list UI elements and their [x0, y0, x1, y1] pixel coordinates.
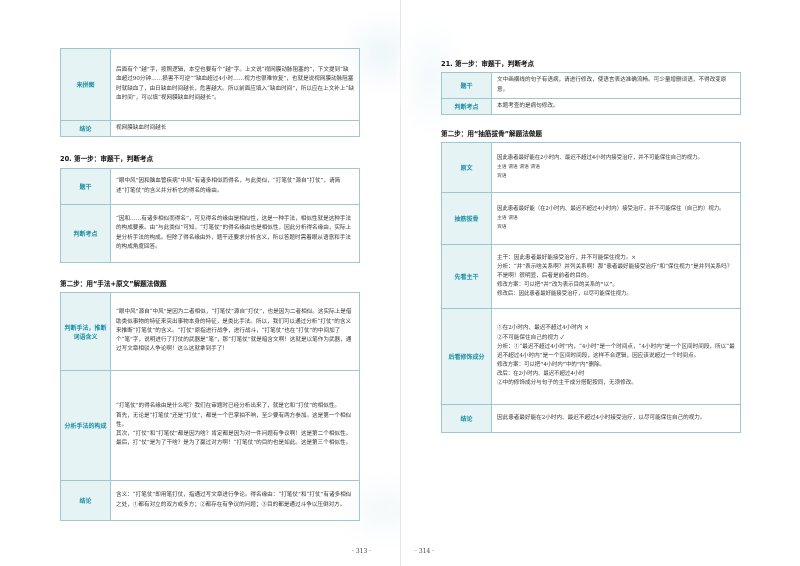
- left-page: 来拼图 后面有个“越”字，按照逻辑，本空也要有个“越”字。上文说“视网膜动脉阻塞…: [60, 8, 440, 555]
- analysis-line: 其次，“打仗”和“打笔仗”都是因为啥？肯定都是因为对一件问题有争议啊！这是第二个…: [116, 431, 352, 438]
- row-label: 结论: [60, 480, 111, 521]
- analysis-line: 分析：“并”表示啥关系啊？并列关系啊！那“患者最好能接受治疗”和“保住视力”是并…: [497, 263, 733, 280]
- step2-table: 判断手法，推断词语含义 “眼中风”源自“中风”是因为二者相似，“打笔仗”源自“打…: [60, 292, 360, 521]
- row-label: 结论: [441, 404, 492, 433]
- grammar-marks: 宾语: [497, 174, 507, 179]
- row-content: 视网膜缺血时间越长: [110, 119, 360, 138]
- analysis-line: 修改后：因此患者最好能接受治疗，以尽可能保住视力。: [497, 291, 632, 298]
- grammar-marks: 主语 谓语 谓语 谓语: [497, 164, 540, 170]
- analysis-line: ②不可能保住自己的视力 ✓: [497, 334, 565, 341]
- right-page: 21. 第一步：审题干，判断考点 题干 文中画横线的句子有语病，请进行修改，使语…: [396, 0, 800, 566]
- row-label: 题干: [441, 72, 492, 99]
- analysis-line: ②中的修饰成分与句子的主干成分搭配按同，无须修改。: [497, 380, 637, 387]
- row-content: 主干：因此患者最好能接受治疗，并不可能保住视力。× 分析：“并”表示啥关系啊？并…: [491, 244, 741, 309]
- page-number: · 313 ·: [352, 548, 372, 555]
- row-label: 后看修饰成分: [441, 308, 492, 405]
- page-number: · 314 ·: [415, 548, 435, 555]
- grammar-marks: 宾语: [497, 225, 507, 230]
- q20-table: 题干 “眼中风”因和脑血管疾病“中风”有诸多相似而得名，与此类似，“打笔仗”源自…: [60, 168, 360, 263]
- q21-table: 题干 文中画横线的句子有语病，请进行修改，使语言表达准确流畅。可少量增删词语，不…: [441, 72, 741, 116]
- stripped-sentence: 因此患者最好能（在2小时内、最迟不超过4小时内）接受治疗，并不可能保住（自己的）…: [497, 205, 725, 212]
- row-content: 本题考查的是病句修改。: [491, 97, 741, 116]
- answer-table-top: 来拼图 后面有个“越”字，按照逻辑，本空也要有个“越”字。上文说“视网膜动脉阻塞…: [60, 48, 360, 138]
- sentence-analysis-table: 原文 因此患者最好能在2小时内、最迟不超过4小时内接受治疗，并不可能保住自己的视…: [441, 142, 741, 433]
- grammar-marks: 主语 谓语: [497, 215, 518, 221]
- section-heading: 第二步：用“抽筋拔骨”解题法做题: [441, 130, 542, 138]
- analysis-line: “打笔仗”的得名缘由是什么呢？我们在审题时已经分析出来了，就是它和“打仗”的相似…: [116, 403, 341, 410]
- section-heading: 21. 第一步：审题干，判断考点: [441, 60, 535, 68]
- analysis-line: 主干：因此患者最好能接受治疗，并不可能保住视力。×: [497, 254, 636, 261]
- row-label: 原文: [441, 142, 492, 193]
- row-content: “眼中风”源自“中风”是因为二者相似，“打笔仗”源自“打仗”，也是因为二者相似。…: [110, 292, 360, 371]
- original-sentence: 因此患者最好能在2小时内、最迟不超过4小时内接受治疗，并不可能保住自己的视力。: [497, 154, 703, 161]
- row-content: 因此患者最好能（在2小时内、最迟不超过4小时内）接受治疗，并不可能保住（自己的）…: [491, 192, 741, 245]
- section-heading: 20. 第一步：审题干，判断考点: [60, 155, 154, 163]
- row-content: 含义：“打笔仗”即用笔打仗，指通过写文章进行争论。得名缘由：“打笔仗”和“打仗”…: [110, 480, 360, 521]
- row-content: 因此患者最好能在2小时内、最迟不超过4小时接受治疗，以尽可能保住自己的视力。: [491, 404, 741, 433]
- row-content: ①在2小时内、最迟不超过4小时内 × ②不可能保住自己的视力 ✓ 分析：①“最迟…: [491, 308, 741, 405]
- row-content: “打笔仗”的得名缘由是什么呢？我们在审题时已经分析出来了，就是它和“打仗”的相似…: [110, 370, 360, 481]
- row-content: “因和……有诸多相似而得名”，可见得名的缘由是相似性，这是一种手法，相似性就是这…: [110, 204, 360, 263]
- analysis-line: 改后：在2小时内、最迟不超过4小时: [497, 371, 585, 378]
- analysis-line: ①在2小时内、最迟不超过4小时内 ×: [497, 325, 589, 332]
- row-label: 先看主干: [441, 244, 492, 309]
- row-label: 来拼图: [60, 48, 111, 121]
- analysis-line: 修改方案：可以把“4小时内”中的“内”删除。: [497, 362, 605, 369]
- row-content: 因此患者最好能在2小时内、最迟不超过4小时内接受治疗，并不可能保住自己的视力。 …: [491, 142, 741, 193]
- row-content: 后面有个“越”字，按照逻辑，本空也要有个“越”字。上文说“视网膜动脉阻塞的”，下…: [110, 48, 360, 121]
- row-label: 结论: [60, 119, 111, 138]
- analysis-line: 修改方案：可以把“并”改为表示目的关系的“以”。: [497, 282, 618, 289]
- row-label: 判断考点: [441, 97, 492, 116]
- row-label: 题干: [60, 168, 111, 205]
- row-label: 分析手法的构成: [60, 370, 111, 481]
- row-label: 判断手法，推断词语含义: [60, 292, 111, 371]
- row-content: 文中画横线的句子有语病，请进行修改，使语言表达准确流畅。可少量增删词语，不得改变…: [491, 72, 741, 99]
- row-content: “眼中风”因和脑血管疾病“中风”有诸多相似而得名，与此类似，“打笔仗”源自“打仗…: [110, 168, 360, 205]
- row-label: 判断考点: [60, 204, 111, 263]
- analysis-line: 首先，无论是“打笔仗”还是“打仗”，都是一个巴掌拍不响，至少要有两方参加。这是第…: [116, 412, 352, 428]
- analysis-line: 最后，打“仗”是为了干啥？是为了赢过对方啊！“打笔仗”的目的也是如此。这是第三个…: [116, 440, 352, 447]
- analysis-line: 分析：①“最迟不超过4小时”内，“4小时”是一个时间点，“4小时内”是一个区间时…: [497, 343, 735, 360]
- section-heading: 第二步：用“手法+原文”解题法做题: [60, 280, 167, 288]
- row-label: 抽筋拔骨: [441, 192, 492, 245]
